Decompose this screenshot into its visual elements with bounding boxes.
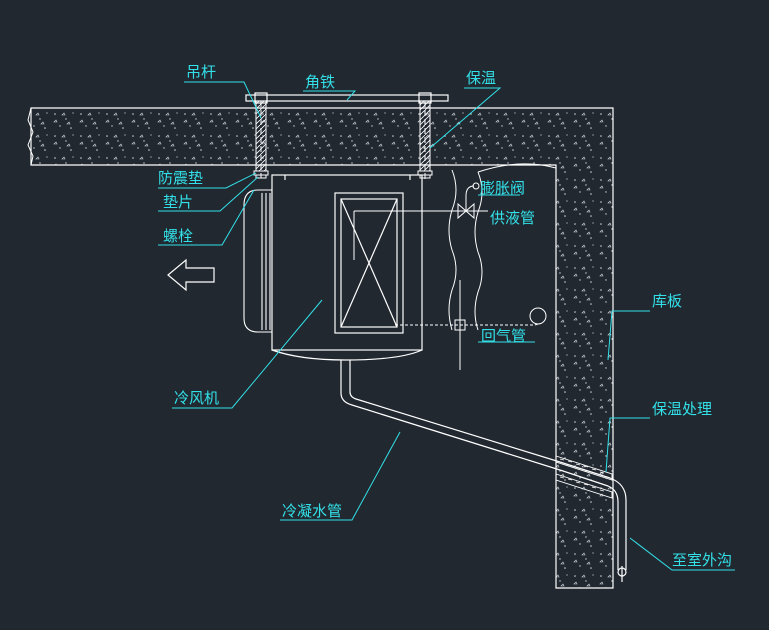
label-anti-vibration-pad: 防震垫 <box>158 169 203 187</box>
label-expansion-valve: 膨胀阀 <box>480 179 525 197</box>
label-angle-iron: 角铁 <box>305 73 335 91</box>
insulation-treatment <box>555 455 613 499</box>
label-air-cooler: 冷风机 <box>174 389 219 407</box>
label-insulation-treatment: 保温处理 <box>652 400 712 418</box>
label-washer: 垫片 <box>163 193 193 211</box>
return-gas-pipe <box>395 280 547 370</box>
condensate-pipe <box>340 360 627 582</box>
labels: 吊杆 角铁 保温 防震垫 垫片 螺栓 膨胀阀 供液管 回气管 库板 冷风机 保温… <box>158 63 732 569</box>
hanger-rod-left <box>255 100 267 178</box>
concrete-structure <box>27 107 614 589</box>
label-bolt: 螺栓 <box>163 227 193 245</box>
label-liquid-supply-pipe: 供液管 <box>490 209 535 227</box>
coil-box <box>334 192 404 334</box>
airflow-arrow-icon <box>167 258 215 292</box>
expansion-valve-icon <box>457 182 480 220</box>
label-condensate-pipe: 冷凝水管 <box>282 502 342 520</box>
break-lines <box>448 163 557 331</box>
label-return-gas-pipe: 回气管 <box>481 327 526 345</box>
label-cold-room-panel: 库板 <box>652 292 682 310</box>
angle-iron-bracket <box>245 92 449 104</box>
anti-vibration-pads <box>253 170 433 179</box>
label-hanger-rod: 吊杆 <box>186 63 216 81</box>
air-cooler-unit <box>271 174 423 361</box>
hanger-rod-right <box>419 100 431 182</box>
leader-lines <box>158 81 735 571</box>
fan-guard <box>243 189 272 333</box>
label-to-outdoor-drain: 至室外沟 <box>672 551 732 569</box>
label-insulation: 保温 <box>466 69 496 87</box>
